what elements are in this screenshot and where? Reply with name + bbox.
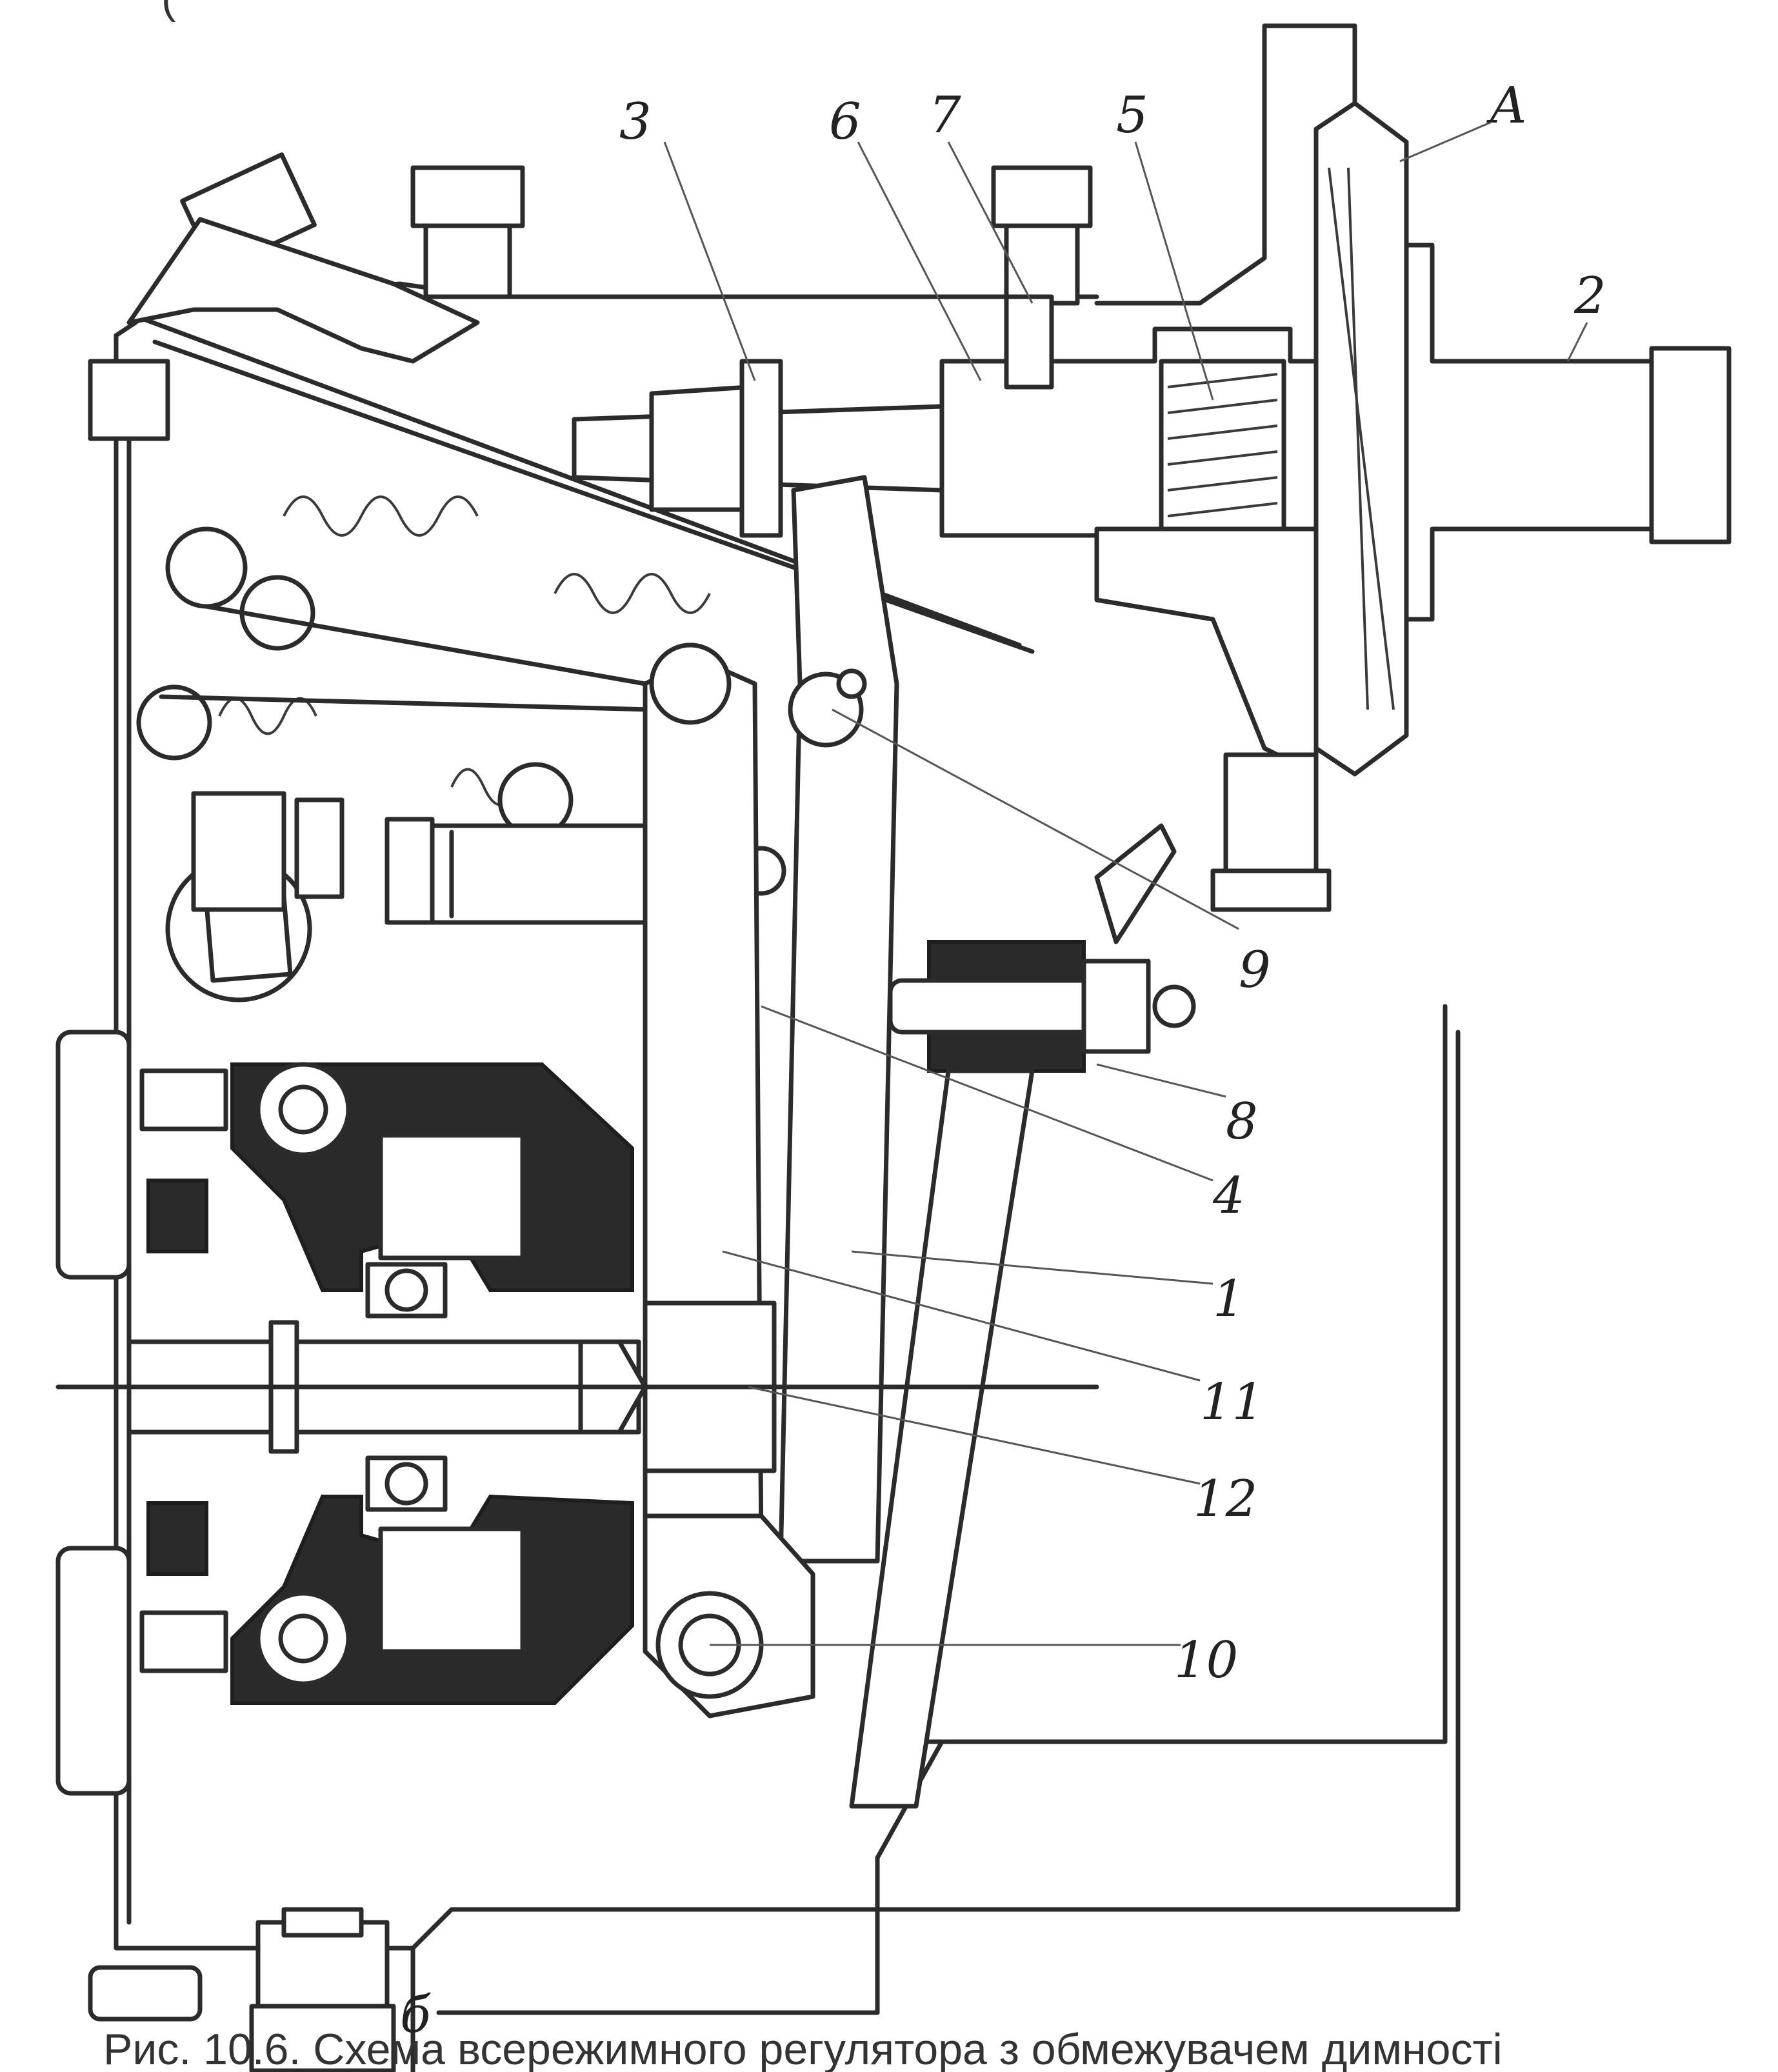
governor-spring-assembly	[136, 495, 732, 838]
flyweight-upper	[230, 1062, 634, 1292]
label-2: 2	[1573, 267, 1606, 325]
figure-caption: Рис. 10.6. Схема всережимного регулятора…	[103, 2025, 1503, 2072]
header-fragment: (	[161, 0, 176, 23]
bottom-bolt	[249, 1907, 396, 2072]
shaft-bearings	[139, 1068, 448, 1673]
label-1: 1	[1213, 1270, 1245, 1328]
label-9: 9	[1239, 941, 1271, 999]
label-10: 10	[1174, 1631, 1238, 1689]
label-12: 12	[1194, 1470, 1257, 1528]
governor-shaft	[55, 1300, 1099, 1473]
spring-rod	[572, 294, 1054, 538]
leader-lines	[663, 121, 1588, 1646]
label-7: 7	[929, 86, 961, 144]
label-8: 8	[1226, 1093, 1258, 1151]
eccentric-cam	[165, 791, 345, 1002]
smoke-limiter-housing	[939, 101, 1732, 912]
flyweight-lower	[230, 1494, 634, 1705]
slanted-lever	[126, 217, 1035, 654]
label-4: 4	[1212, 1167, 1245, 1225]
label-3: 3	[619, 93, 652, 151]
lower-pivot	[643, 1513, 815, 1718]
label-b: б	[400, 1986, 431, 2044]
label-A: A	[1486, 77, 1526, 135]
label-11: 11	[1200, 1373, 1264, 1431]
stop-lever-assembly	[849, 823, 1196, 1809]
label-6: 6	[829, 93, 861, 151]
left-wall-fixtures	[55, 359, 203, 2022]
label-5: 5	[1116, 86, 1148, 144]
